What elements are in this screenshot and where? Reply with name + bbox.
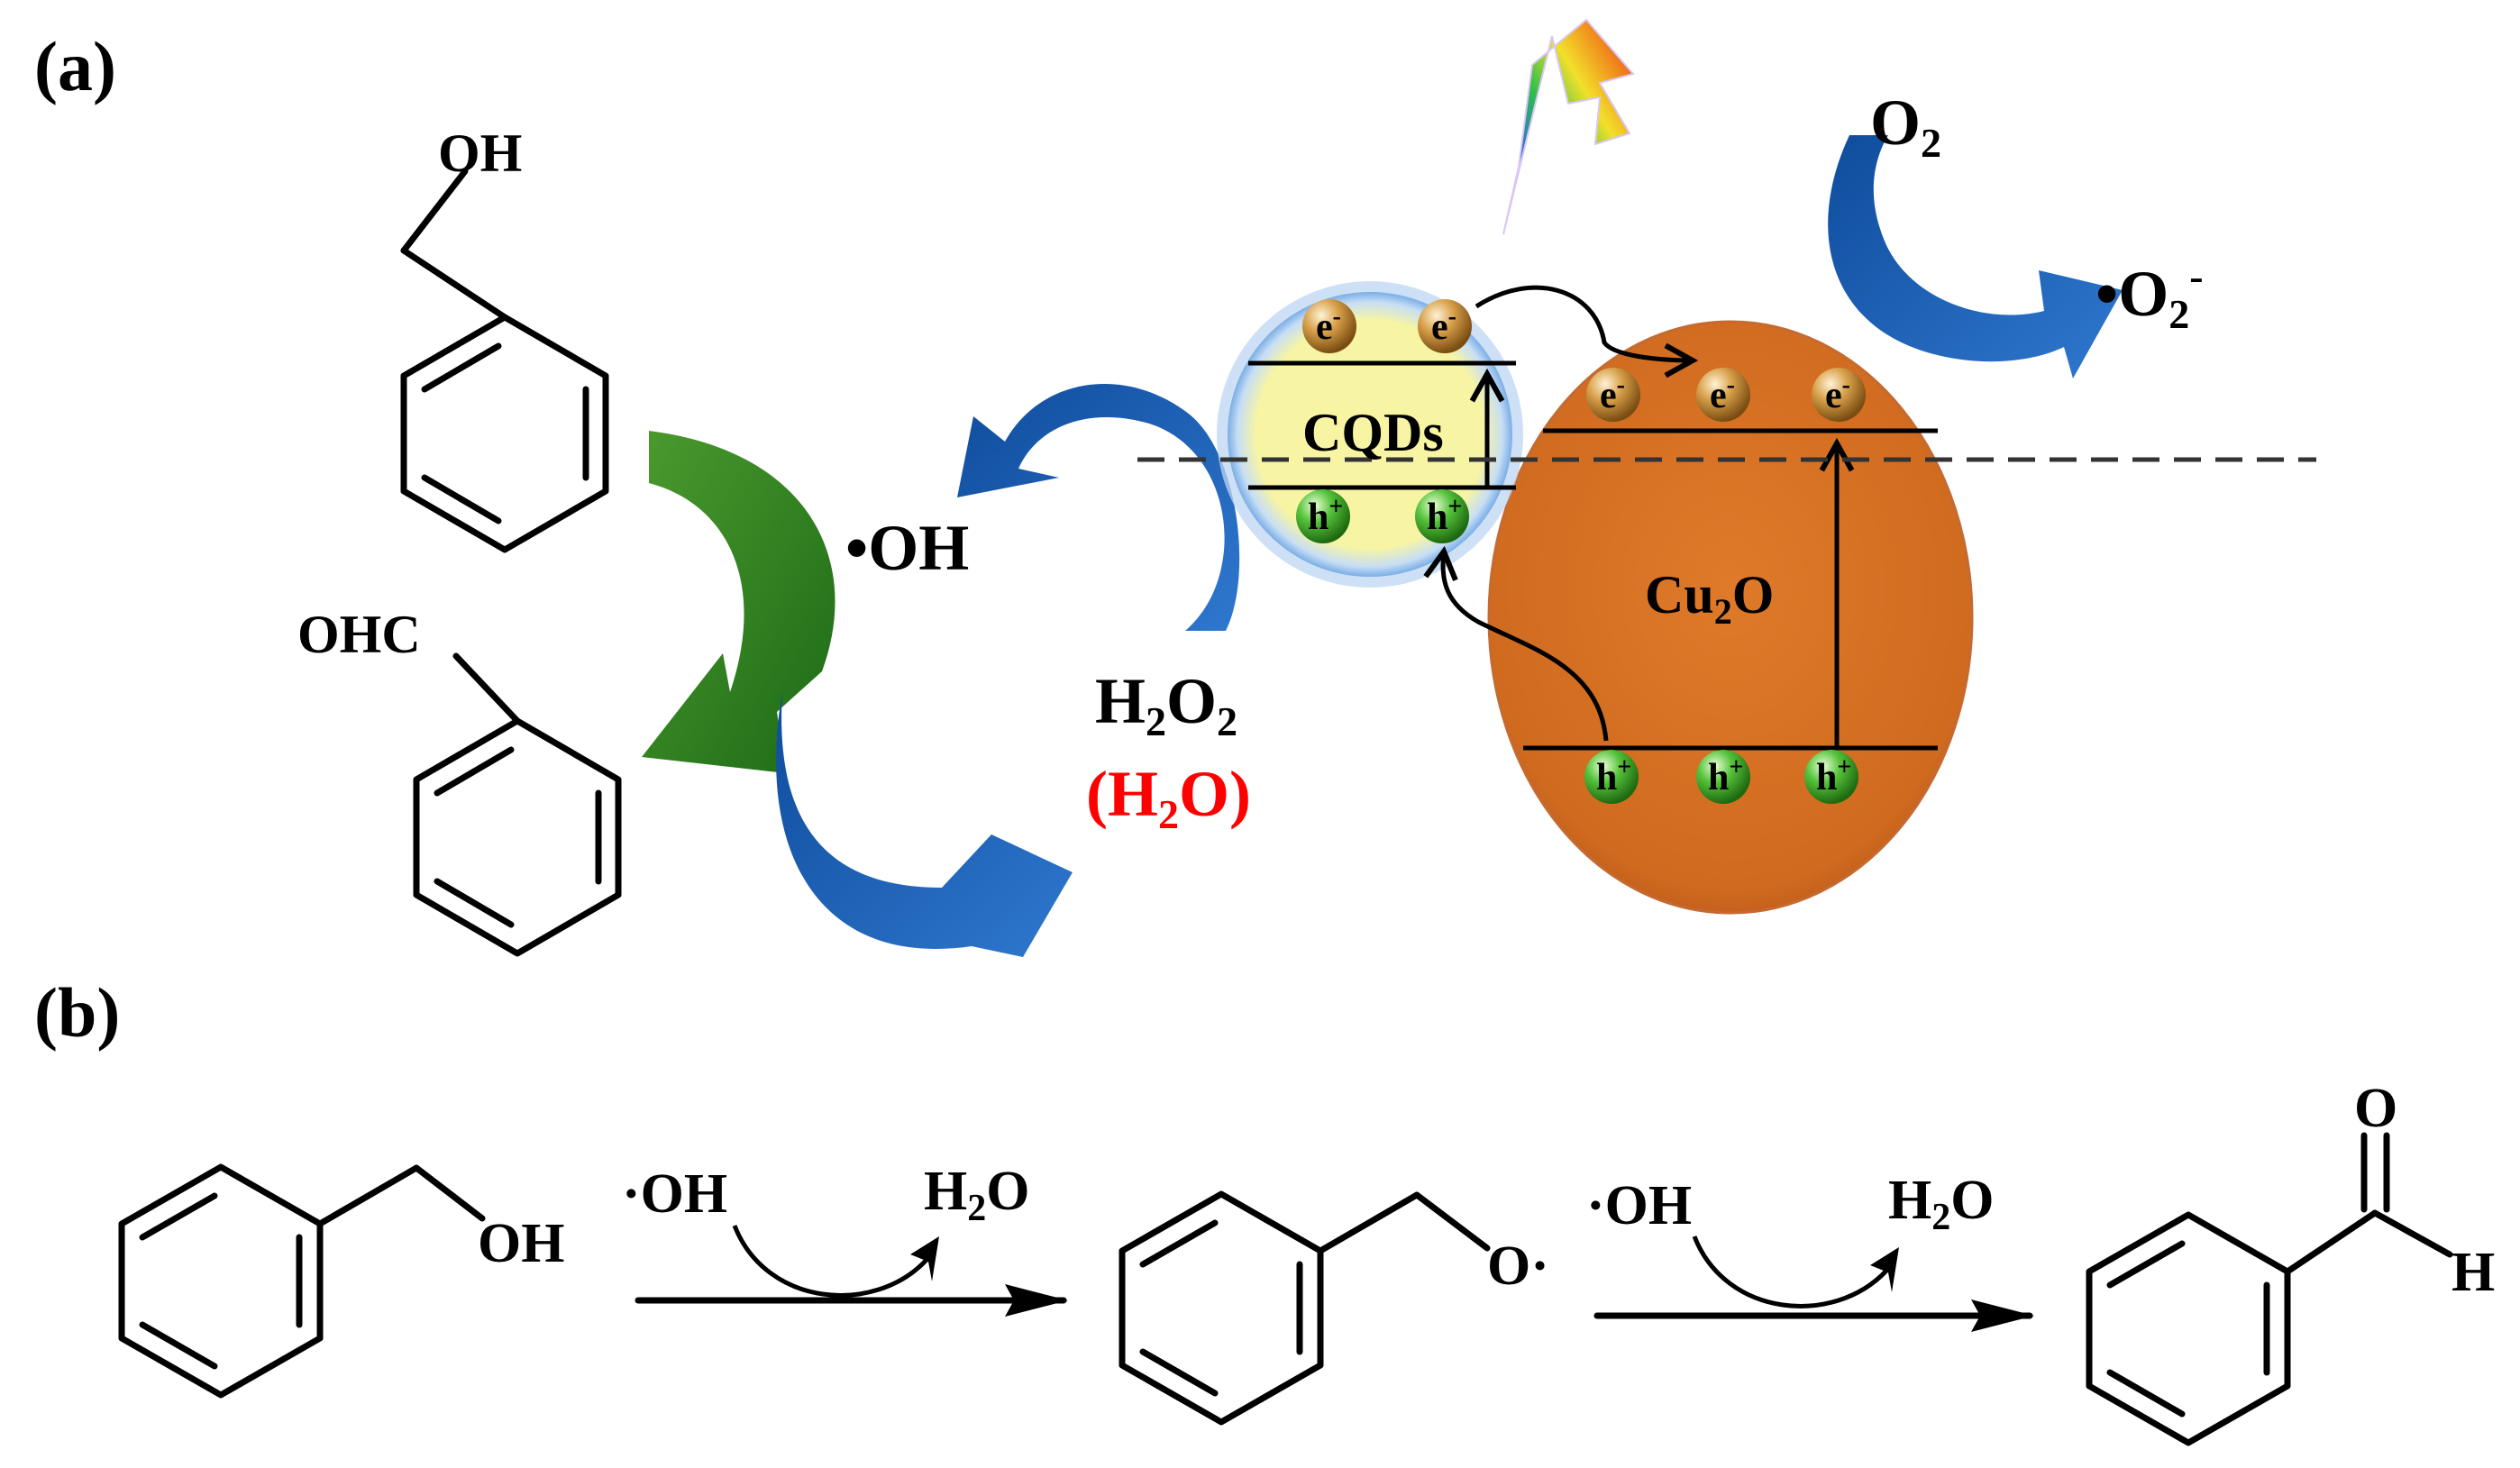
cu2o-hole: h+ <box>1696 750 1750 804</box>
h2o-red-label: (H2O) <box>1086 758 1251 837</box>
blue-regeneration-arrow <box>776 692 1073 957</box>
cqds-electron: e- <box>1418 299 1472 353</box>
electron-transfer-arrow <box>1475 285 1699 378</box>
cu2o-hole: h+ <box>1584 750 1639 804</box>
light-bolt-icon <box>1502 18 1635 235</box>
step1-curved-arrow <box>732 1225 928 1298</box>
svg-text:e-: e- <box>1710 371 1735 416</box>
step2-curved-arrow <box>1692 1235 1888 1308</box>
product-b-h-label: H <box>2452 1242 2495 1303</box>
reactant-oh-label: OH <box>438 123 522 183</box>
cqds-hole: h+ <box>1296 489 1350 543</box>
step2-curved-arrowhead <box>1870 1247 1899 1292</box>
cu2o-electron: e- <box>1696 368 1750 422</box>
step1-radical-label: ·OH <box>622 1163 727 1225</box>
benzyloxy-radical-structure <box>1118 1190 1491 1426</box>
svg-text:h+: h+ <box>1308 493 1343 538</box>
product-ohc-label: OHC <box>297 605 421 664</box>
step1-curved-arrowhead <box>910 1236 939 1281</box>
step1-water-label: H2O <box>924 1161 1029 1229</box>
hole-transfer-arrow <box>1423 545 1609 742</box>
cu2o-hole: h+ <box>1804 750 1858 804</box>
svg-text:e-: e- <box>1431 303 1456 348</box>
oxygen-label: O2 <box>1870 87 1941 166</box>
svg-text:e-: e- <box>1316 303 1341 348</box>
svg-text:e-: e- <box>1825 371 1850 416</box>
svg-text:e-: e- <box>1600 371 1625 416</box>
svg-text:h+: h+ <box>1816 753 1851 798</box>
svg-text:h+: h+ <box>1596 753 1631 798</box>
benzyl-alcohol-structure <box>400 168 609 553</box>
step1-arrowhead <box>1005 1284 1068 1317</box>
cu2o-label: Cu2O <box>1645 565 1774 632</box>
panel-a-label: (a) <box>34 27 116 105</box>
benzyl-alcohol-b-structure <box>118 1163 486 1399</box>
cu2o-electron: e- <box>1812 368 1866 422</box>
blue-superoxide-arrow <box>1828 135 2123 378</box>
product-b-o-label: O <box>2354 1078 2397 1139</box>
benzaldehyde-structure <box>413 652 622 957</box>
green-oxidation-arrow <box>642 431 835 773</box>
cu2o-electron: e- <box>1586 368 1640 422</box>
step2-water-label: H2O <box>1888 1170 1994 1238</box>
svg-text:h+: h+ <box>1427 493 1462 538</box>
panel-b-label: (b) <box>34 973 120 1052</box>
step2-radical-label: ·OH <box>1586 1175 1692 1236</box>
reactant-b-oh-label: OH <box>478 1213 564 1274</box>
hydroxyl-radical-label: •OH <box>845 512 969 584</box>
svg-text:h+: h+ <box>1708 753 1743 798</box>
cqds-label: CQDs <box>1302 403 1444 462</box>
cqds-hole: h+ <box>1415 489 1469 543</box>
step2-arrowhead <box>1971 1299 2034 1332</box>
h2o2-label: H2O2 <box>1095 665 1237 744</box>
intermediate-o-radical-label: O· <box>1487 1235 1549 1297</box>
benzaldehyde-b-structure <box>2086 1132 2453 1446</box>
blue-oh-generation-arrow <box>957 384 1240 631</box>
superoxide-label: •O2- <box>2095 253 2204 337</box>
cqds-electron: e- <box>1302 299 1356 353</box>
